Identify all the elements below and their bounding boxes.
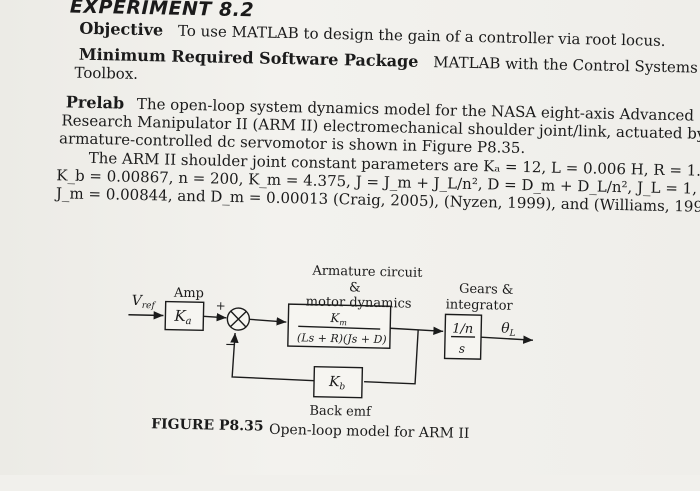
output-label: θL bbox=[501, 321, 516, 339]
figure-number: FIGURE P8.35 bbox=[151, 416, 264, 434]
gear-numerator: 1/n bbox=[452, 322, 473, 337]
motor-denominator: (Ls + R)(Js + D) bbox=[297, 331, 387, 346]
amp-to-sum-arrow bbox=[203, 312, 227, 322]
gears-label: Gears & bbox=[459, 282, 514, 298]
motor-dynamics-label: motor dynamics bbox=[306, 294, 412, 311]
amp-label: Amp bbox=[173, 286, 204, 302]
gear-denominator: s bbox=[459, 342, 465, 356]
back-emf-label: Back emf bbox=[309, 404, 372, 420]
textbook-page: EXPERIMENT 8.2 Objective To use MATLAB t… bbox=[0, 0, 700, 475]
plus-sign: + bbox=[216, 299, 226, 313]
sum-to-motor-arrow bbox=[249, 317, 287, 326]
integrator-label: integrator bbox=[446, 297, 514, 313]
motor-dynamics-block bbox=[287, 303, 392, 349]
input-label: Vref bbox=[132, 293, 157, 312]
armature-label: Armature circuit bbox=[311, 264, 423, 281]
amp-gain: Ka bbox=[173, 307, 192, 327]
figure-caption: Open-loop model for ARM II bbox=[269, 422, 470, 442]
minus-sign: − bbox=[225, 337, 237, 353]
armature-amp-label: & bbox=[349, 280, 361, 295]
motor-to-gear-arrow bbox=[390, 326, 444, 335]
output-arrow bbox=[481, 335, 534, 344]
back-emf-block bbox=[313, 365, 364, 399]
feedback-path bbox=[364, 329, 419, 385]
feedback-to-sum-arrow bbox=[230, 332, 315, 382]
back-emf-gain: Kb bbox=[328, 374, 346, 392]
motor-numerator: Km bbox=[329, 311, 347, 327]
input-arrow bbox=[128, 311, 164, 320]
